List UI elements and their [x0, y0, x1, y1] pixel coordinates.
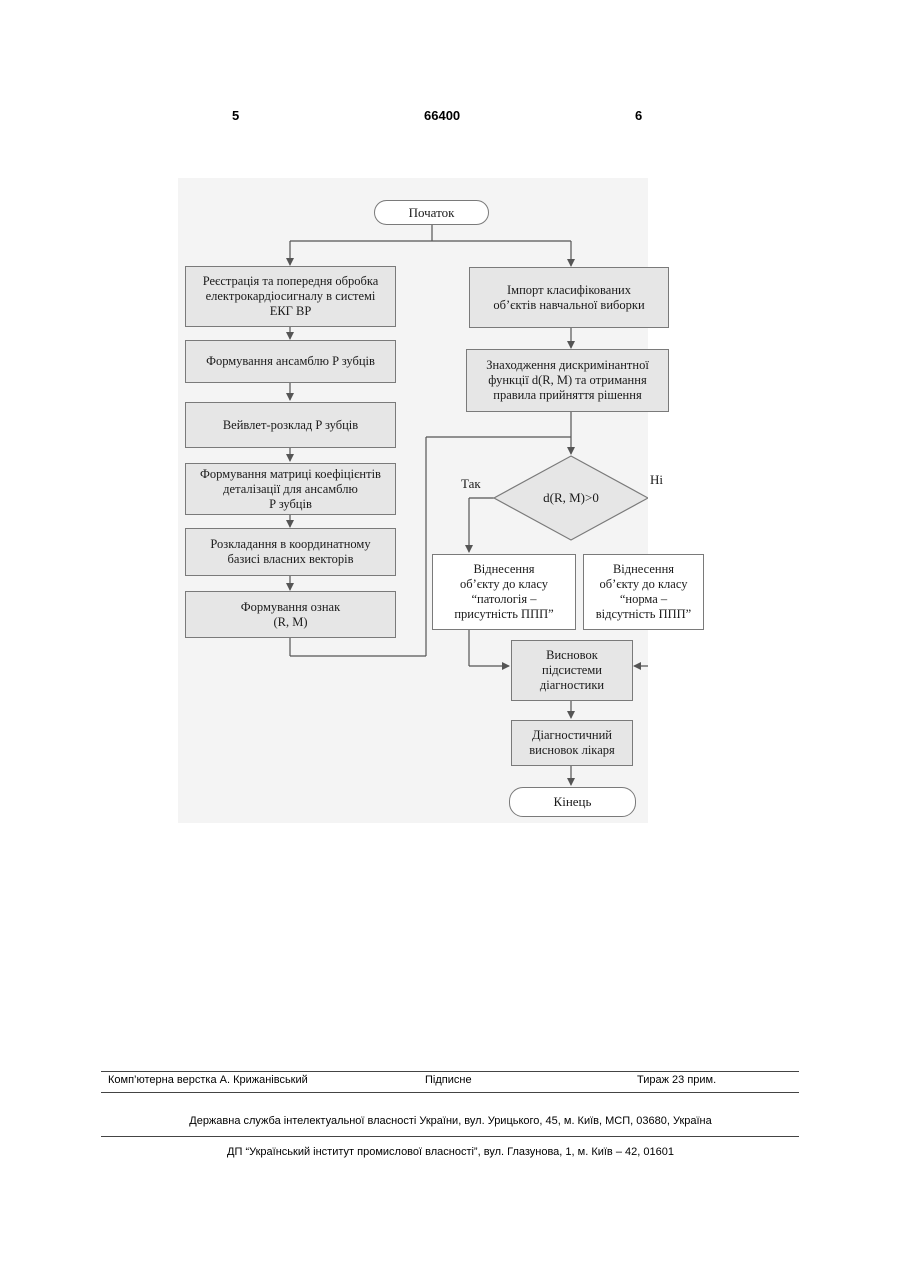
footer-institute: ДП “Український інститут промислової вла… [0, 1146, 901, 1158]
box-features: Формування ознак (R, M) [185, 591, 396, 638]
box-pathology-label: Віднесення об’єкту до класу “патологія –… [454, 562, 553, 622]
box-decomposition: Розкладання в координатному базисі власн… [185, 528, 396, 576]
box-registration-label: Реєстрація та попередня обробка електрок… [203, 274, 379, 319]
decision-label: d(R, M)>0 [511, 490, 631, 506]
box-p-ensemble: Формування ансамблю P зубців [185, 340, 396, 383]
page-number-left: 5 [232, 108, 239, 123]
no-label: Ні [650, 472, 663, 488]
box-discriminant-label: Знаходження дискримінантної функції d(R,… [486, 358, 649, 403]
footer-circulation: Тираж 23 прим. [637, 1074, 716, 1086]
box-features-label: Формування ознак (R, M) [241, 600, 340, 630]
yes-label: Так [461, 476, 481, 492]
footer-rule-top [101, 1071, 799, 1072]
box-decomposition-label: Розкладання в координатному базисі власн… [210, 537, 370, 567]
box-registration: Реєстрація та попередня обробка електрок… [185, 266, 396, 327]
box-pathology: Віднесення об’єкту до класу “патологія –… [432, 554, 576, 630]
footer-signed: Підписне [425, 1074, 472, 1086]
start-terminal: Початок [374, 200, 489, 225]
end-terminal: Кінець [509, 787, 636, 817]
box-norm: Віднесення об’єкту до класу “норма – від… [583, 554, 704, 630]
box-wavelet-label: Вейвлет-розклад P зубців [223, 418, 358, 433]
flowchart-figure: Початок Реєстрація та попередня обробка … [178, 178, 648, 823]
box-import: Імпорт класифікованих об’єктів навчально… [469, 267, 669, 328]
footer-agency: Державна служба інтелектуальної власност… [0, 1115, 901, 1127]
end-label: Кінець [554, 794, 592, 810]
box-discriminant: Знаходження дискримінантної функції d(R,… [466, 349, 669, 412]
start-label: Початок [409, 205, 455, 221]
box-matrix-label: Формування матриці коефіцієнтів деталіза… [200, 467, 381, 512]
box-conclusion-label: Висновок підсистеми діагностики [540, 648, 604, 693]
footer-rule-middle [101, 1092, 799, 1093]
box-wavelet: Вейвлет-розклад P зубців [185, 402, 396, 448]
footer-rule-bottom [101, 1136, 799, 1137]
box-doctor-label: Діагностичний висновок лікаря [529, 728, 615, 758]
box-norm-label: Віднесення об’єкту до класу “норма – від… [596, 562, 691, 622]
box-conclusion: Висновок підсистеми діагностики [511, 640, 633, 701]
box-import-label: Імпорт класифікованих об’єктів навчально… [493, 283, 644, 313]
box-doctor: Діагностичний висновок лікаря [511, 720, 633, 766]
box-matrix: Формування матриці коефіцієнтів деталіза… [185, 463, 396, 515]
box-p-ensemble-label: Формування ансамблю P зубців [206, 354, 375, 369]
footer-layout-by: Комп’ютерна верстка А. Крижанівський [108, 1074, 308, 1086]
patent-number: 66400 [424, 108, 460, 123]
page-number-right: 6 [635, 108, 642, 123]
